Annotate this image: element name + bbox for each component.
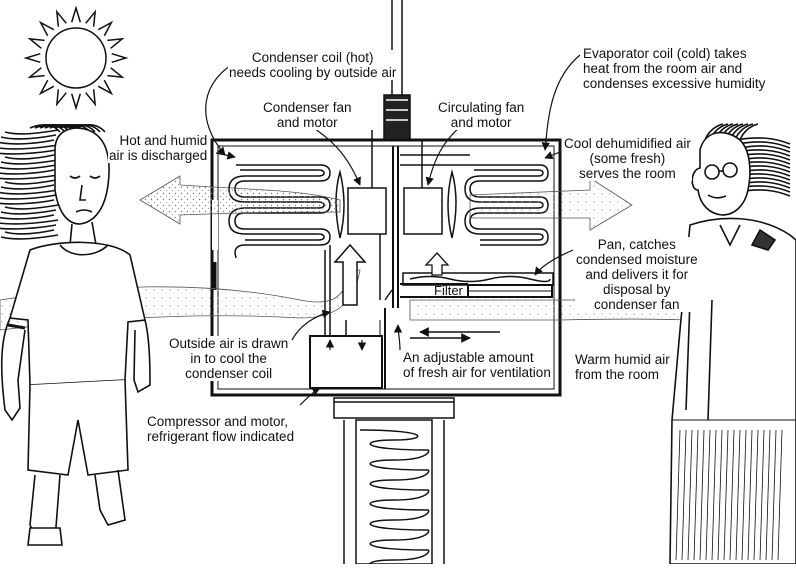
label-pan: Pan, catches condensed moisture and deli…	[575, 237, 699, 312]
label-cool-dehumidified-air: Cool dehumidified air (some fresh) serve…	[563, 136, 692, 181]
filter	[400, 283, 553, 298]
sun-icon	[23, 5, 129, 111]
label-compressor: Compressor and motor, refrigerant flow i…	[146, 414, 296, 444]
label-hot-humid-air: Hot and humid air is discharged	[108, 133, 209, 163]
circulating-fan-motor	[403, 140, 457, 239]
label-fresh-air: An adjustable amount of fresh air for ve…	[402, 350, 552, 380]
flow-arrows	[384, 289, 500, 343]
wall-insulation	[333, 397, 455, 569]
label-filter: Filter	[434, 283, 463, 298]
label-condenser-fan: Condenser fan and motor	[262, 100, 353, 130]
person-hot	[0, 123, 151, 546]
compressor	[309, 320, 383, 389]
unit-housing	[210, 138, 562, 397]
label-condenser-coil: Condenser coil (hot) needs cooling by ou…	[228, 50, 398, 80]
label-evaporator-coil: Evaporator coil (cold) takes heat from t…	[582, 46, 767, 91]
label-outside-air: Outside air is drawn in to cool the cond…	[168, 336, 290, 381]
label-warm-humid-air: Warm humid air from the room	[574, 352, 671, 382]
person-comfortable	[669, 123, 796, 565]
label-circulating-fan: Circulating fan and motor	[437, 100, 526, 130]
drip-pan	[402, 272, 554, 286]
